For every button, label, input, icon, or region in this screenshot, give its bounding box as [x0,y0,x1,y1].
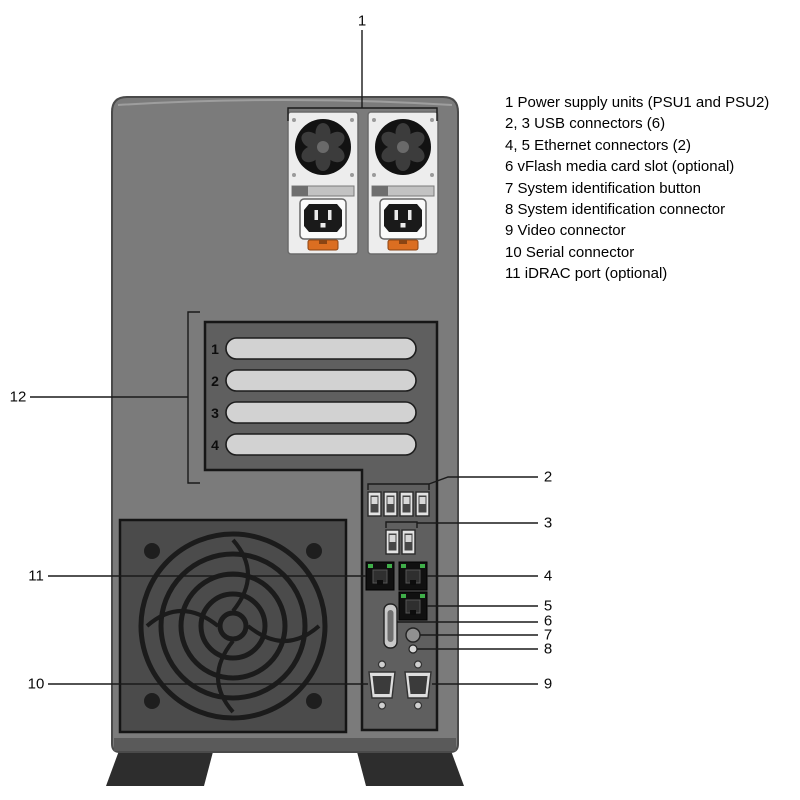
callout-12: 12 [9,388,27,406]
legend-item-id-conn: 8 System identification connector [505,201,726,219]
callout-11: 11 [28,567,44,585]
legend-item-video: 9 Video connector [505,222,626,240]
ethernet-port-2 [398,591,428,621]
usb-port [383,491,398,517]
slot-label-1: 1 [211,341,219,357]
chassis-bottom-shade [114,738,456,751]
legend-item-id-button: 7 System identification button [505,179,701,197]
callout-1-line [287,30,438,121]
callout-2: 2 [543,468,553,486]
legend-item-psu: 1 Power supply units (PSU1 and PSU2) [505,94,770,111]
callout-9: 9 [543,675,553,693]
callout-12-line [30,311,200,484]
usb-port [385,529,400,555]
legend: 1 Power supply units (PSU1 and PSU2) 2, … [505,92,769,285]
callout-4: 4 [543,567,553,585]
callout-1: 1 [357,12,367,30]
usb-port [367,491,382,517]
slot-label-3: 3 [211,405,219,421]
idrac-port [365,561,395,591]
usb-port [399,491,414,517]
callout-5: 5 [543,597,553,615]
fan-grille [138,531,328,721]
callout-6: 6 [543,612,553,630]
usb-port [415,491,430,517]
psu-2 [367,111,439,255]
fan-screws [144,543,322,709]
system-id-button [405,627,421,643]
ethernet-port-1 [398,561,428,591]
system-id-connector [408,644,418,654]
callout-8: 8 [543,640,553,658]
chassis-right-foot [356,748,464,786]
legend-item-serial: 10 Serial connector [505,243,635,261]
legend-item-ethernet: 4, 5 Ethernet connectors (2) [505,136,691,154]
callout-2-line [367,476,538,490]
legend-item-usb: 2, 3 USB connectors (6) [505,115,666,133]
chassis-left-foot [106,748,214,786]
vflash-slot-opening [387,610,394,642]
psu-1 [287,111,359,255]
expansion-slots [225,337,417,456]
callout-3: 3 [543,514,553,532]
callout-3-line [385,521,538,528]
callout-7: 7 [543,626,553,644]
legend-item-vflash: 6 vFlash media card slot (optional) [505,158,735,176]
callout-10: 10 [27,675,45,693]
legend-item-idrac: 11 iDRAC port (optional) [505,265,668,283]
chassis-top-highlight [117,99,453,106]
io-panel [203,320,439,732]
slot-label-4: 4 [211,437,219,453]
slot-label-2: 2 [211,373,219,389]
usb-port [401,529,416,555]
